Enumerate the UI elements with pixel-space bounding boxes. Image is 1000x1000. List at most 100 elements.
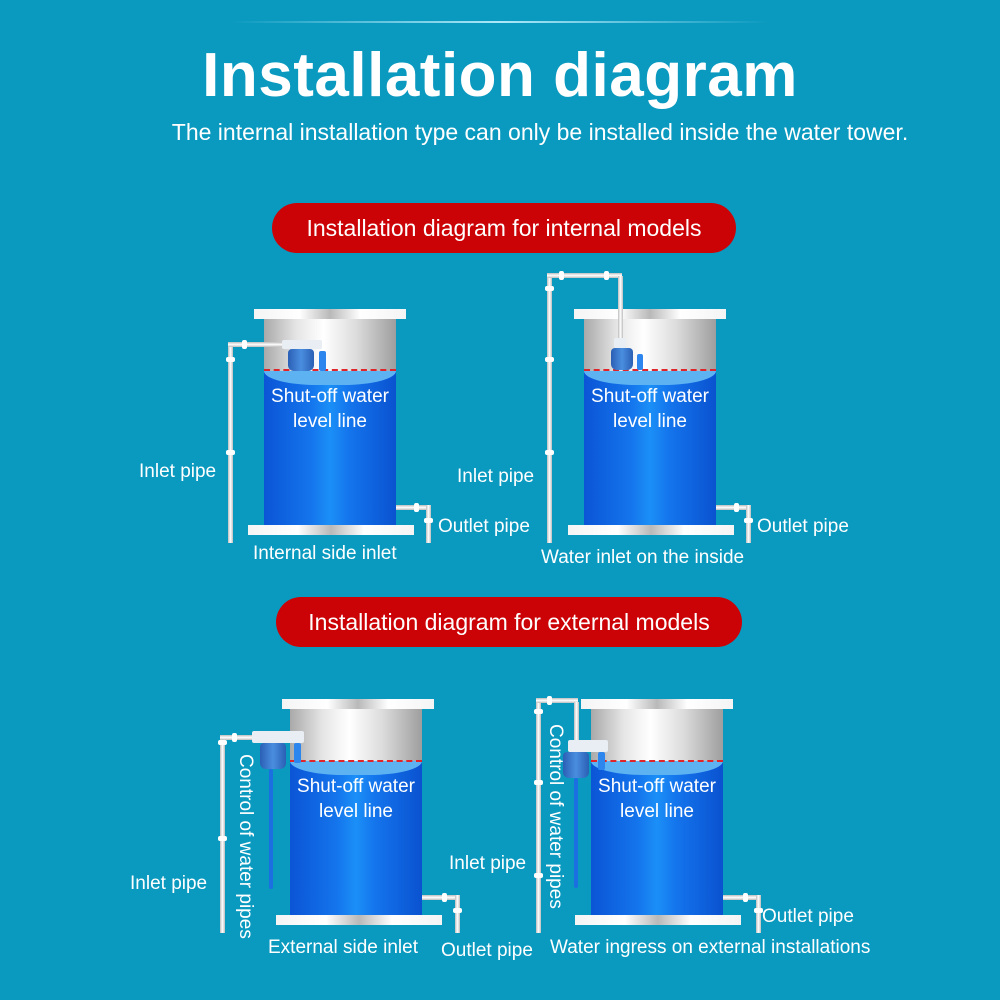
page-subtitle: The internal installation type can only … <box>171 119 909 145</box>
diagram-caption: Water ingress on external installations <box>550 937 871 958</box>
shutoff-level-label: Shut-off water level line <box>591 386 709 432</box>
pipe-joint <box>218 836 227 841</box>
diagram-caption: Internal side inlet <box>253 543 397 564</box>
outlet-pipe-horizontal <box>723 895 756 900</box>
outlet-pipe <box>426 505 431 543</box>
pipe-joint <box>534 873 543 878</box>
inlet-pipe-horizontal <box>536 698 578 703</box>
diagram-caption: External side inlet <box>268 937 418 958</box>
inlet-pipe <box>536 702 541 933</box>
tank-water <box>290 761 422 915</box>
shutoff-level-label: Shut-off water level line <box>598 776 716 822</box>
pipe-joint <box>534 709 543 714</box>
diagram-caption: Water inlet on the inside <box>541 547 745 568</box>
tank-top-cap <box>581 699 733 709</box>
float-valve-icon <box>611 348 633 370</box>
internal-models-banner: Installation diagram for internal models <box>272 203 736 253</box>
pipe-joint <box>754 908 763 913</box>
water-stream <box>294 743 301 763</box>
float-valve-icon <box>563 752 589 778</box>
pipe-joint <box>226 450 235 455</box>
pipe-joint <box>547 696 552 705</box>
tank-top-cap <box>282 699 434 709</box>
inlet-pipe-horizontal <box>228 342 288 347</box>
inlet-pipe <box>228 346 233 543</box>
outlet-pipe-horizontal <box>716 505 746 510</box>
control-water-pipes-label: Control of water pipes <box>545 724 566 909</box>
float-valve-icon <box>260 743 286 769</box>
outlet-pipe-label: Outlet pipe <box>438 516 530 537</box>
float-valve-fitting <box>282 340 322 349</box>
pipe-joint <box>545 357 554 362</box>
tank-empty-section <box>584 319 716 371</box>
float-valve-fitting <box>252 731 304 743</box>
pipe-joint <box>218 740 227 745</box>
pipe-joint <box>226 357 235 362</box>
pipe-joint <box>545 450 554 455</box>
banner-label: Installation diagram for external models <box>308 608 710 635</box>
outlet-pipe-label: Outlet pipe <box>757 516 849 537</box>
float-valve-fitting <box>568 740 608 752</box>
tank-empty-section <box>290 709 422 761</box>
outlet-pipe <box>746 505 751 543</box>
pipe-joint <box>414 503 419 512</box>
outlet-pipe-horizontal <box>422 895 455 900</box>
tank-water <box>584 371 716 525</box>
inlet-pipe-drop <box>618 276 623 338</box>
tank-bottom-cap <box>575 915 741 925</box>
control-water-pipes-label: Control of water pipes <box>235 754 256 939</box>
shutoff-level-line <box>264 369 396 371</box>
water-stream <box>598 752 605 770</box>
outlet-pipe-label: Outlet pipe <box>441 940 533 961</box>
float-valve-fitting <box>614 338 626 348</box>
water-surface <box>290 761 422 775</box>
pipe-joint <box>744 518 753 523</box>
inlet-pipe-label: Inlet pipe <box>130 873 208 894</box>
inlet-pipe-label: Inlet pipe <box>457 466 535 487</box>
shutoff-level-line <box>290 760 422 762</box>
water-stream <box>637 354 643 370</box>
water-surface <box>591 761 723 775</box>
pipe-joint <box>559 271 564 280</box>
tank-bottom-cap <box>248 525 414 535</box>
outlet-pipe <box>455 895 460 933</box>
tank-water <box>264 371 396 525</box>
tank-top-cap <box>574 309 726 319</box>
external-models-banner: Installation diagram for external models <box>276 597 742 647</box>
tank-empty-section <box>591 709 723 761</box>
pipe-joint <box>442 893 447 902</box>
inlet-pipe-label: Inlet pipe <box>139 461 217 482</box>
pipe-joint <box>534 780 543 785</box>
pipe-joint <box>453 908 462 913</box>
outlet-pipe <box>756 895 761 933</box>
outlet-pipe-label: Outlet pipe <box>762 906 854 927</box>
pipe-joint <box>604 271 609 280</box>
tank-top-cap <box>254 309 406 319</box>
shutoff-level-line <box>591 760 723 762</box>
inlet-pipe-label: Inlet pipe <box>449 853 527 874</box>
water-surface <box>264 371 396 385</box>
tank-bottom-cap <box>568 525 734 535</box>
inlet-pipe-drop <box>574 702 579 742</box>
control-water-pipe-hose <box>269 769 273 889</box>
shutoff-level-line <box>584 369 716 371</box>
shutoff-level-label: Shut-off water level line <box>271 386 389 432</box>
float-valve-icon <box>288 349 314 371</box>
control-water-pipe-hose <box>574 778 578 888</box>
inlet-pipe-horizontal <box>547 273 622 278</box>
tank-bottom-cap <box>276 915 442 925</box>
shutoff-level-label: Shut-off water level line <box>297 776 415 822</box>
decorative-divider <box>230 21 770 23</box>
outlet-pipe-horizontal <box>396 505 426 510</box>
water-stream <box>319 351 326 371</box>
water-surface <box>584 371 716 385</box>
page-title: Installation diagram <box>202 41 798 110</box>
pipe-joint <box>734 503 739 512</box>
banner-label: Installation diagram for internal models <box>306 214 702 241</box>
inlet-pipe-horizontal <box>220 735 260 740</box>
pipe-joint <box>743 893 748 902</box>
pipe-joint <box>242 340 247 349</box>
pipe-joint <box>232 733 237 742</box>
inlet-pipe <box>547 276 552 543</box>
pipe-joint <box>545 286 554 291</box>
